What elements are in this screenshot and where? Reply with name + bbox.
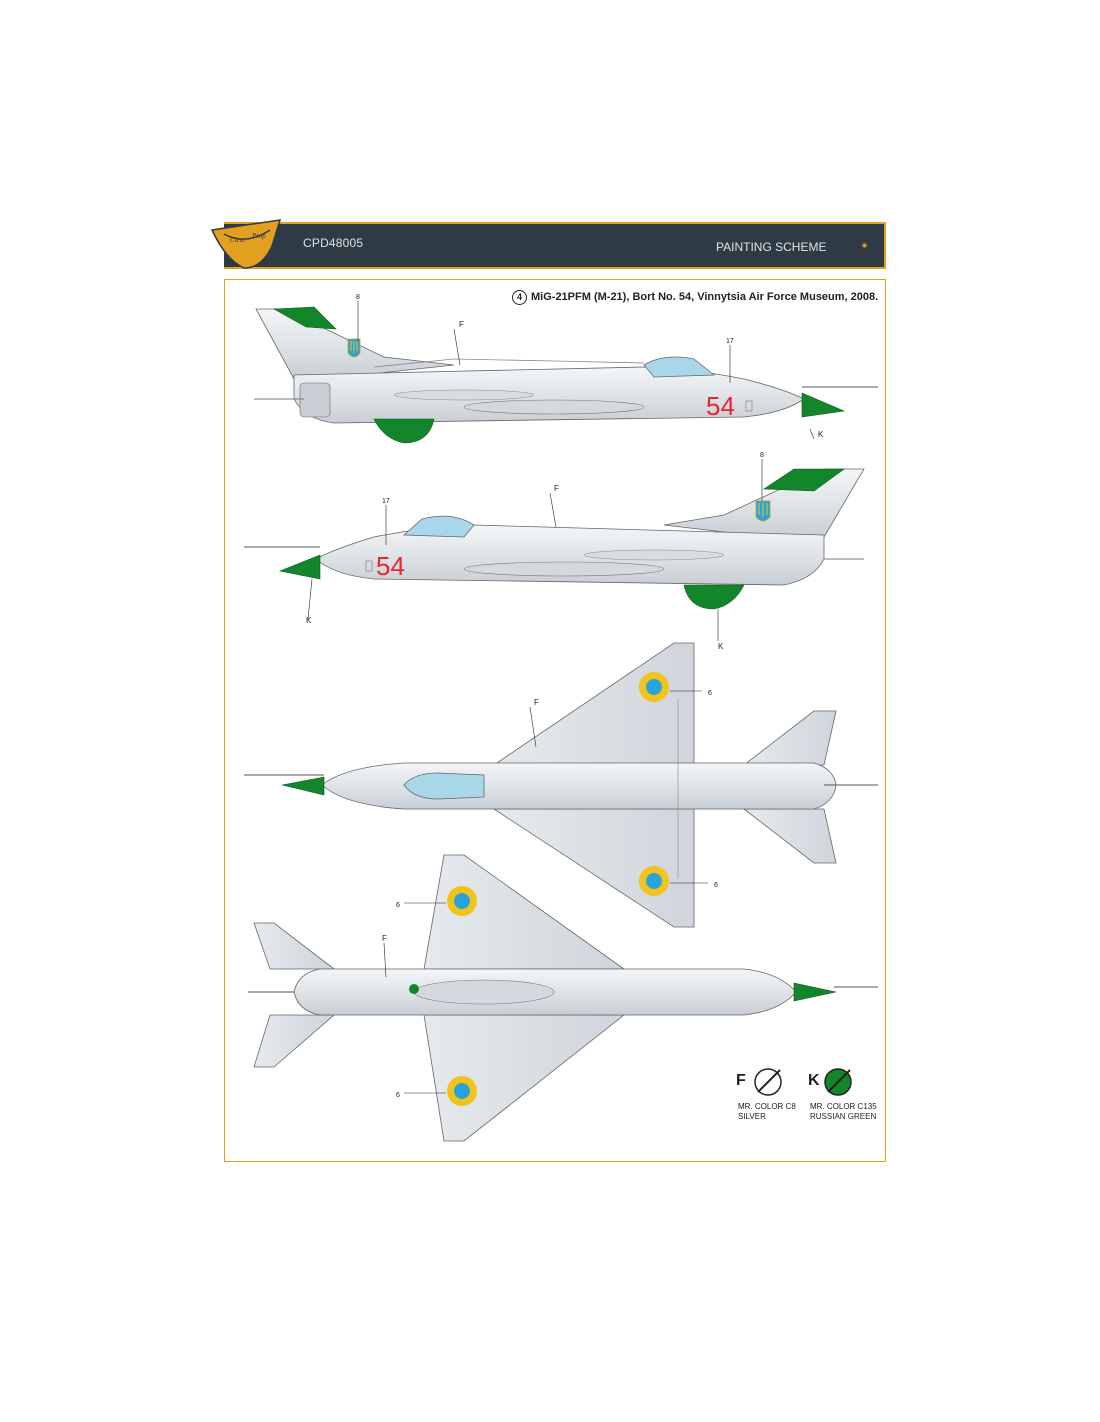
- canopy: [403, 772, 485, 800]
- svg-text:Clear: Clear: [230, 236, 246, 244]
- side-number: 54: [706, 391, 735, 421]
- nose-cone-green: [278, 554, 321, 580]
- roundel: [639, 672, 669, 702]
- nose-cone-green: [801, 392, 846, 418]
- top-view: 6 6 F: [244, 642, 878, 928]
- callout-6: 6: [396, 902, 400, 909]
- legend-swatch-green: [824, 1068, 852, 1096]
- lower-stabilizer: [253, 1014, 336, 1068]
- callout-k: K: [818, 430, 824, 439]
- callout-17: 17: [382, 498, 390, 505]
- left-side-view: 54 8 F 17 K: [254, 294, 878, 444]
- legend-letter-f: F: [736, 1072, 746, 1089]
- fin-tip-green: [763, 468, 845, 492]
- callout-8: 8: [760, 452, 764, 459]
- callout-f: F: [554, 484, 559, 493]
- callout-k: K: [718, 642, 724, 651]
- scheme-caption: MiG-21PFM (M-21), Bort No. 54, Vinnytsia…: [531, 291, 879, 303]
- canopy: [402, 515, 475, 538]
- upper-stabilizer: [253, 922, 336, 970]
- legend-color-name: RUSSIAN GREEN: [810, 1112, 877, 1121]
- legend-letter-k: K: [808, 1072, 820, 1089]
- scheme-frame: [224, 279, 886, 1162]
- callout-f: F: [534, 698, 539, 707]
- canopy: [643, 356, 716, 378]
- svg-text:Prop: Prop: [251, 232, 266, 240]
- callout-f: F: [382, 934, 387, 943]
- side-number: 54: [376, 551, 405, 581]
- header-bar: [224, 222, 886, 269]
- fin-tip-green: [272, 306, 337, 330]
- ventral-fin-green: [373, 418, 435, 444]
- callout-6: 6: [396, 1092, 400, 1099]
- upper-stabilizer: [742, 710, 837, 766]
- bullet-icon: [861, 242, 868, 249]
- callout-6: 6: [708, 690, 712, 697]
- lower-stabilizer: [742, 808, 837, 864]
- roundel: [447, 886, 477, 916]
- callout-8: 8: [356, 294, 360, 301]
- fuselage: [321, 762, 837, 810]
- trident-emblem: [755, 500, 771, 522]
- scheme-number: 4: [512, 290, 527, 305]
- aircraft-drawings: 54 8 F 17 K 54 8 17 F K: [244, 294, 878, 1142]
- trident-emblem: [347, 338, 361, 358]
- legend-color-code: MR. COLOR C8: [738, 1102, 796, 1111]
- product-code: CPD48005: [303, 236, 364, 250]
- upper-wing: [492, 642, 695, 766]
- callout-k: K: [306, 616, 312, 625]
- legend-label-green: MR. COLOR C135 RUSSIAN GREEN: [810, 1102, 877, 1122]
- legend-color-name: SILVER: [738, 1112, 766, 1121]
- lower-wing: [423, 1014, 626, 1142]
- callout-6: 6: [714, 882, 718, 889]
- right-side-view: 54 8 17 F K K: [244, 452, 865, 651]
- bottom-view: 6 6 F: [248, 854, 878, 1142]
- nose-cone-green: [281, 776, 325, 796]
- roundel: [639, 866, 669, 896]
- legend-swatch-silver: [754, 1068, 782, 1096]
- legend-color-code: MR. COLOR C135: [810, 1102, 877, 1111]
- callout-f: F: [459, 320, 464, 329]
- roundel: [447, 1076, 477, 1106]
- nose-cone-green: [793, 982, 837, 1002]
- legend-label-silver: MR. COLOR C8 SILVER: [738, 1102, 796, 1122]
- section-title: PAINTING SCHEME: [716, 240, 827, 254]
- callout-17: 17: [726, 338, 734, 345]
- clear-prop-logo: Clear Prop: [210, 219, 282, 269]
- ventral-fin-green: [683, 584, 745, 610]
- scheme-title: 4 MiG-21PFM (M-21), Bort No. 54, Vinnytsi…: [512, 290, 878, 305]
